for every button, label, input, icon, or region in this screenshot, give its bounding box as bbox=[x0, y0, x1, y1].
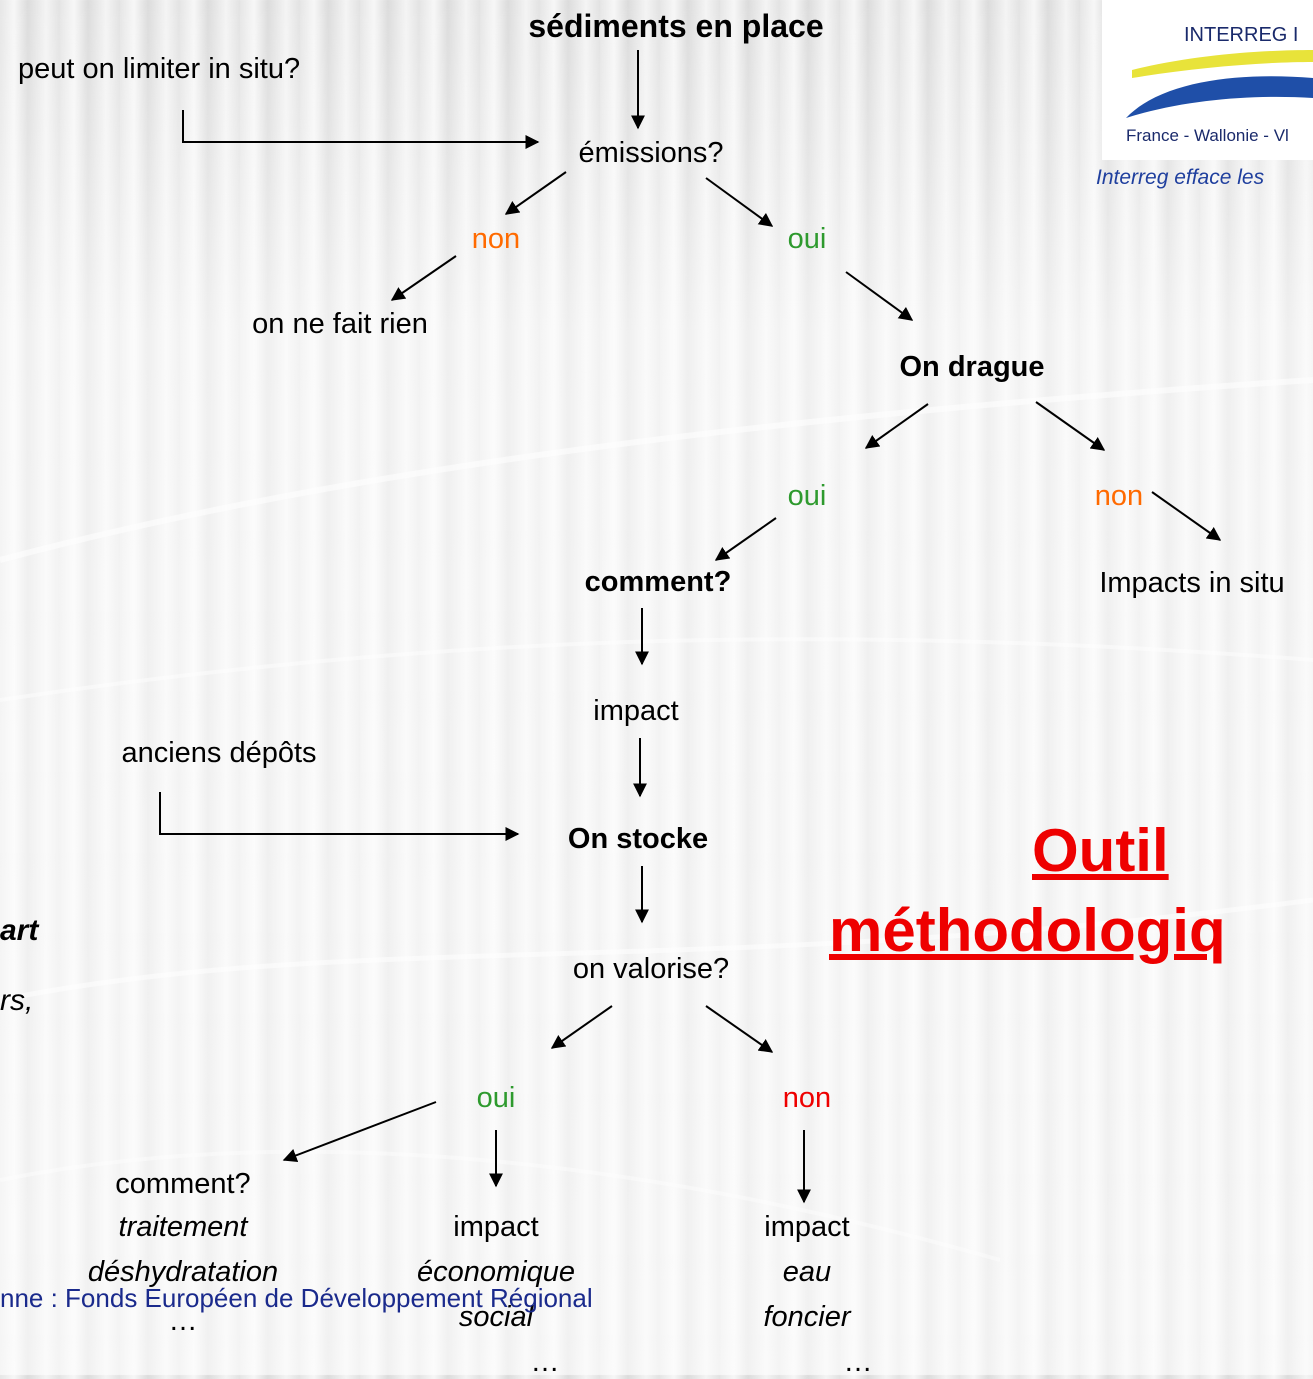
node-dredge: On drague bbox=[899, 351, 1045, 383]
label-non-1: non bbox=[471, 223, 521, 255]
branch-c-line3: foncier bbox=[763, 1301, 851, 1333]
logo-regions: France - Wallonie - Vl bbox=[1126, 126, 1289, 145]
branch-a-line4: … bbox=[168, 1305, 198, 1337]
logo-title: INTERREG I bbox=[1184, 24, 1299, 46]
arrow-emissions-to-oui bbox=[705, 177, 774, 227]
node-impacts-in-situ: Impacts in situ bbox=[1099, 567, 1285, 599]
logo-caption: Interreg efface les bbox=[1096, 166, 1265, 189]
node-impact: impact bbox=[593, 695, 679, 727]
branch-b-line4: … bbox=[530, 1346, 560, 1378]
arrow-valorise-to-oui bbox=[550, 1005, 613, 1049]
logo-swoosh-icon bbox=[1126, 50, 1313, 118]
node-store: On stocke bbox=[567, 823, 709, 855]
branch-b-line3: social bbox=[458, 1301, 534, 1333]
arrow-oui-to-dredge bbox=[845, 271, 914, 321]
interreg-logo: INTERREG I France - Wallonie - Vl bbox=[1102, 0, 1313, 160]
arrow-emissions-to-non bbox=[504, 171, 567, 215]
node-valorise: on valorise? bbox=[572, 953, 730, 985]
node-how: comment? bbox=[584, 566, 732, 598]
branch-c-line1: impact bbox=[764, 1211, 850, 1243]
arrow-limit-to-emissions bbox=[182, 110, 540, 149]
branch-b-line1: impact bbox=[453, 1211, 539, 1243]
left-fragment-b: rs, bbox=[0, 984, 34, 1017]
arrow-dredge-to-non bbox=[1035, 401, 1106, 451]
left-fragment-a: art bbox=[0, 914, 39, 947]
branch-b-line2: économique bbox=[417, 1256, 575, 1288]
arrow-valorise-to-non bbox=[705, 1005, 774, 1053]
branch-a-line2: traitement bbox=[118, 1211, 248, 1243]
footer-text: nne : Fonds Européen de Développement Ré… bbox=[0, 1283, 593, 1313]
node-old-deposits: anciens dépôts bbox=[121, 737, 317, 769]
branch-c-line2: eau bbox=[782, 1256, 832, 1288]
label-oui-2: oui bbox=[787, 480, 827, 512]
node-nothing: on ne fait rien bbox=[252, 308, 428, 340]
node-emissions: émissions? bbox=[578, 137, 724, 169]
arrow-non-to-nothing bbox=[390, 255, 457, 301]
arrow-non-to-impacts bbox=[1151, 491, 1222, 541]
label-non-2: non bbox=[1094, 480, 1144, 512]
outil-title-line1: Outil bbox=[1032, 817, 1169, 884]
outil-title-line2: méthodologiq bbox=[829, 897, 1226, 964]
node-side-question: peut on limiter in situ? bbox=[18, 53, 301, 85]
branch-a-line3: déshydratation bbox=[87, 1256, 279, 1288]
branch-a-line1: comment? bbox=[115, 1168, 251, 1200]
arrow-deposits-to-store bbox=[159, 792, 520, 841]
branch-c-line4: … bbox=[843, 1346, 873, 1378]
node-root: sédiments en place bbox=[528, 8, 824, 44]
arrow-dredge-to-oui bbox=[864, 403, 929, 449]
label-oui-1: oui bbox=[787, 223, 827, 255]
arrow-oui-to-branch-a bbox=[282, 1101, 437, 1163]
arrow-oui-to-how bbox=[714, 517, 777, 561]
label-oui-3: oui bbox=[476, 1082, 516, 1114]
label-non-3: non bbox=[782, 1082, 832, 1114]
